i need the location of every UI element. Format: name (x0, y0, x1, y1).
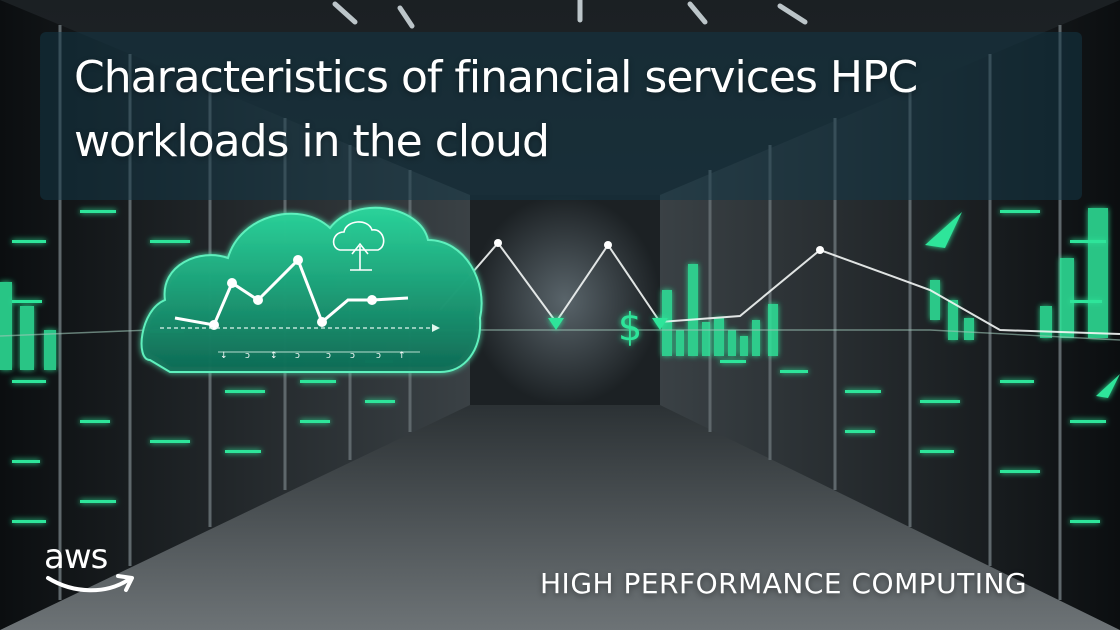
cloud-icon: ↓ ↄ ↕ ↄ ↄ ↄ ↄ ↑ (140, 206, 483, 373)
svg-text:ↄ: ↄ (350, 351, 355, 361)
cloud-upload-icon (332, 221, 385, 271)
svg-text:ↄ: ↄ (376, 351, 381, 361)
page-title: Characteristics of financial services HP… (74, 52, 918, 167)
aws-smile-icon (46, 574, 134, 593)
svg-text:ↄ: ↄ (295, 351, 300, 361)
dollar-sign-icon: $ (618, 305, 642, 349)
svg-text:↓: ↓ (220, 351, 228, 361)
svg-text:$: $ (618, 305, 642, 349)
title-panel (40, 32, 1082, 200)
svg-text:↕: ↕ (270, 351, 278, 361)
svg-text:ↄ: ↄ (326, 351, 331, 361)
category-label: HIGH PERFORMANCE COMPUTING (540, 567, 1028, 600)
svg-text:↑: ↑ (398, 351, 406, 361)
aws-logo-wordmark: aws (44, 537, 108, 577)
aws-logo: aws (44, 538, 140, 600)
svg-text:ↄ: ↄ (245, 351, 250, 361)
